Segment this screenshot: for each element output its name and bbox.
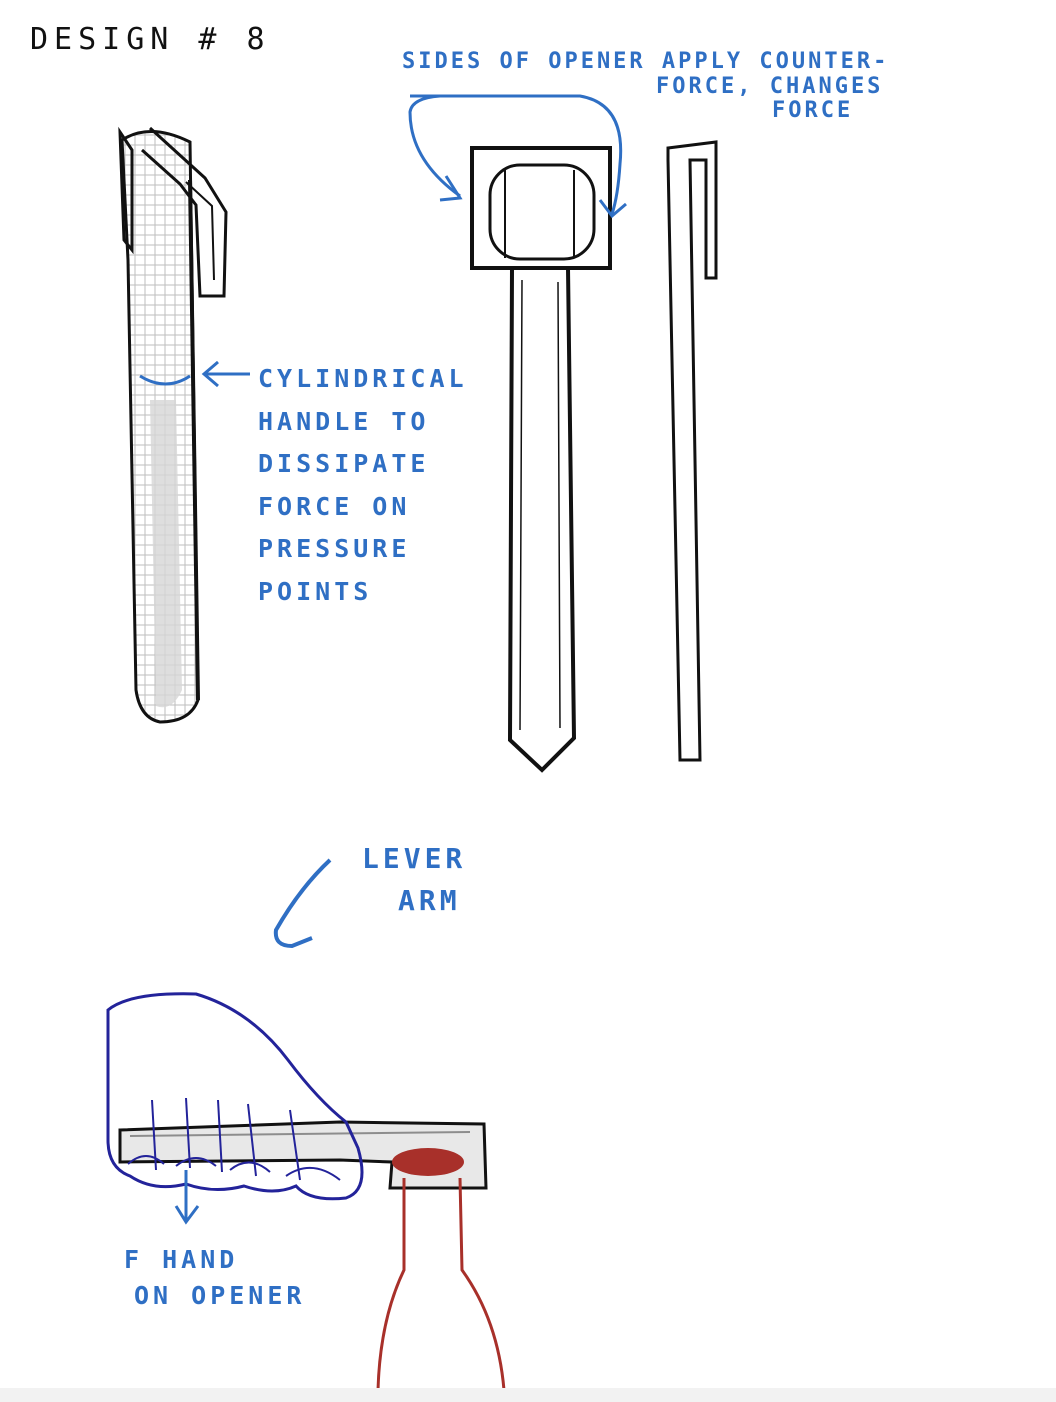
sides-annotation: SIDES OF OPENER APPLY COUNTER- FORCE, CH… (402, 50, 889, 124)
opener-perspective-sketch (120, 128, 226, 722)
sides-annotation-line: FORCE (772, 99, 889, 124)
bottle-cap (392, 1148, 464, 1176)
force-annotation-line: F HAND (124, 1242, 305, 1278)
opener-front-head-inner-lines (505, 170, 574, 258)
opener-side-outline (668, 142, 716, 760)
bottle-outline (378, 1178, 504, 1390)
force-arrow (176, 1170, 198, 1222)
page-bottom-edge (0, 1388, 1056, 1402)
lever-arm-annotation-line: ARM (398, 880, 466, 922)
hand-opener-bottle-sketch (108, 994, 504, 1390)
opener-front-view-sketch (472, 148, 610, 770)
lever-arm-arrow (276, 860, 330, 946)
lever-arm-annotation: LEVER ARM (362, 838, 466, 922)
force-annotation: F HAND ON OPENER (124, 1242, 305, 1315)
handle-annotation-line: DISSIPATE (258, 443, 468, 486)
handle-annotation-line: FORCE ON (258, 486, 468, 529)
handle-annotation: CYLINDRICAL HANDLE TO DISSIPATE FORCE ON… (258, 358, 468, 613)
sides-annotation-line: SIDES OF OPENER APPLY COUNTER- (402, 50, 889, 75)
page-title: DESIGN # 8 (30, 22, 271, 57)
handle-annotation-line: HANDLE TO (258, 401, 468, 444)
handle-note-arrow (204, 362, 250, 386)
force-annotation-line: ON OPENER (134, 1278, 305, 1314)
handle-annotation-line: PRESSURE (258, 528, 468, 571)
handle-annotation-line: CYLINDRICAL (258, 358, 468, 401)
lever-arm-annotation-line: LEVER (362, 838, 466, 880)
opener-front-handle-inner (520, 280, 560, 730)
handle-annotation-line: POINTS (258, 571, 468, 614)
opener-side-view-sketch (668, 142, 716, 760)
sides-annotation-line: FORCE, CHANGES (656, 75, 889, 100)
hand-outline (108, 994, 362, 1199)
